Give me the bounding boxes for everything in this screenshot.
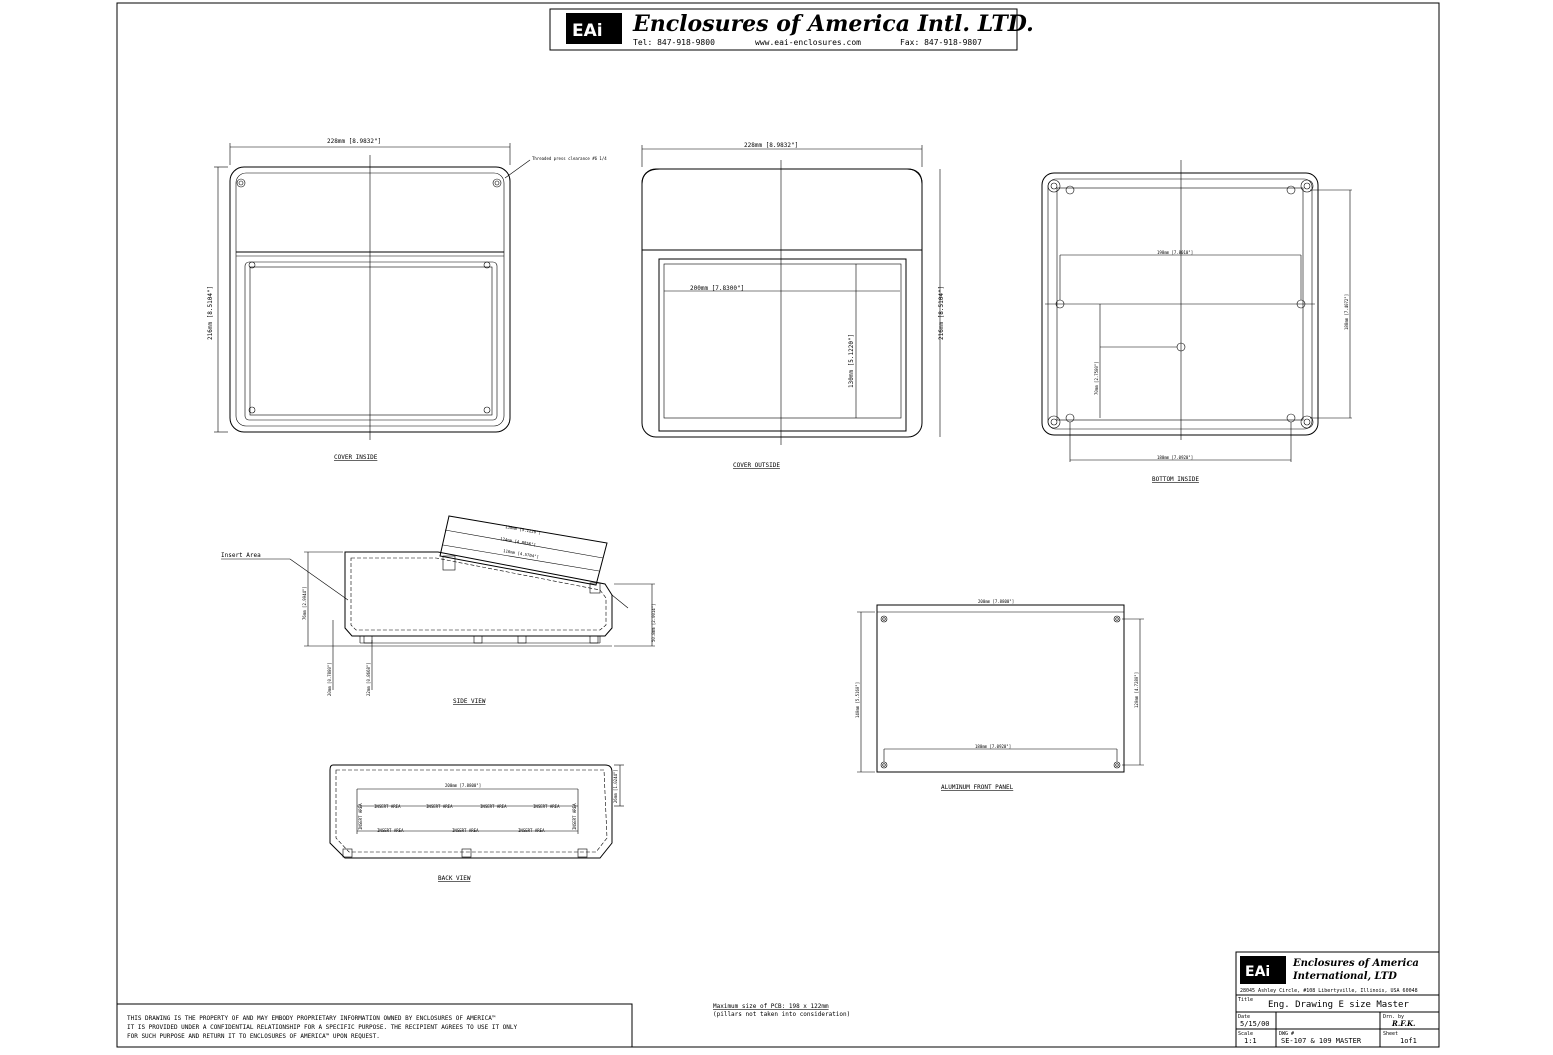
header-web: www.eai-enclosures.com [755, 38, 861, 47]
sheet-border [116, 2, 1440, 1048]
pcb-pillar-note: (pillars not taken into consideration) [713, 1011, 850, 1018]
title-block-company-2: International, LTD [1292, 971, 1397, 982]
front-panel-left-dim: 140mm [5.5160"] [855, 682, 860, 718]
side-view-height-right: 50.8mm [2.0014"] [651, 603, 656, 642]
back-view-width-dim: 200mm [7.8800"] [445, 783, 481, 788]
pcb-size-note: Maximum size of PCB: 198 x 122mm [713, 1003, 829, 1010]
sheet-value: 1of1 [1400, 1037, 1417, 1045]
back-view-insert-top-4: INSERT AREA [533, 804, 560, 809]
drawn-by-label: Drn. by [1383, 1014, 1404, 1020]
side-view: 130mm [5.1220"] 124mm [4.8856"] 116mm [4… [221, 515, 656, 705]
back-view-insert-bottom-2: INSERT AREA [452, 828, 479, 833]
front-panel-right-dim: 120mm [4.7280"] [1134, 672, 1139, 708]
date-label: Date [1238, 1014, 1250, 1020]
bottom-inside-right-dim: 188mm [7.4072"] [1344, 294, 1349, 330]
front-panel-bottom-dim: 180mm [7.0920"] [975, 744, 1011, 749]
side-view-bottom-mid: 22mm [0.8668"] [366, 662, 371, 696]
header-fax: Fax: 847-918-9807 [900, 38, 982, 47]
back-view-insert-top-2: INSERT AREA [426, 804, 453, 809]
cover-outside-height-dim: 216mm [8.5104"] [938, 286, 945, 340]
cover-inside-height-dim: 216mm [8.5104"] [207, 286, 214, 340]
back-view: 200mm [7.8800"] 26mm [1.0244"] INSERT AR… [329, 764, 624, 882]
cover-inside-label: COVER INSIDE [334, 454, 378, 461]
proprietary-line-2: IT IS PROVIDED UNDER A CONFIDENTIAL RELA… [127, 1024, 518, 1031]
bottom-inside-view: 198mm [7.8010"] 180mm [7.0920"] 188mm [7… [1041, 160, 1352, 483]
proprietary-line-3: FOR SUCH PURPOSE AND RETURN IT TO ENCLOS… [127, 1033, 380, 1040]
drawn-by-value: R.F.K. [1391, 1019, 1415, 1028]
eai-logo [566, 13, 622, 44]
front-panel-view: 200mm [7.8800"] 180mm [7.0920"] 140mm [5… [855, 599, 1144, 791]
cover-outside-inner-width-dim: 200mm [7.8300"] [690, 285, 744, 292]
back-view-insert-top-1: INSERT AREA [374, 804, 401, 809]
front-panel-top-dim: 200mm [7.8800"] [978, 599, 1014, 604]
cover-outside-label: COVER OUTSIDE [733, 462, 780, 469]
dwg-label: DWG # [1279, 1031, 1294, 1037]
side-view-dim-top-3: 116mm [4.5704"] [503, 548, 539, 559]
back-view-insert-top-3: INSERT AREA [480, 804, 507, 809]
title-block-address: 28045 Ashley Circle, #108 Libertyville, … [1240, 988, 1418, 994]
bottom-inside-left-dim: 70mm [2.7580"] [1094, 361, 1099, 395]
cover-inside-width-dim: 228mm [8.9832"] [327, 138, 381, 145]
scale-label: Scale [1238, 1031, 1253, 1037]
title-value: Eng. Drawing E size Master [1268, 1000, 1409, 1010]
title-block-logo-text: EAi [1245, 964, 1270, 980]
side-view-insert-label: Insert Area [221, 552, 261, 559]
proprietary-line-1: THIS DRAWING IS THE PROPERTY OF AND MAY … [127, 1015, 496, 1022]
date-value: 5/15/00 [1240, 1020, 1270, 1028]
side-view-bottom-left: 20mm [0.7880"] [327, 662, 332, 696]
header-company-name: Enclosures of America Intl. LTD. [632, 11, 1034, 37]
back-view-insert-bottom-1: INSERT AREA [377, 828, 404, 833]
back-view-label: BACK VIEW [438, 875, 471, 882]
side-view-dim-top-1: 130mm [5.1220"] [505, 524, 541, 535]
cover-outside-inner-height-dim: 130mm [5.1220"] [848, 334, 855, 388]
title-block-logo [1240, 956, 1286, 984]
cover-inside-note: Threaded press clearance #6 1/4 [532, 156, 607, 161]
title-label: Title [1238, 997, 1253, 1003]
bottom-inside-label: BOTTOM INSIDE [1152, 476, 1199, 483]
header-banner: EAi Enclosures of America Intl. LTD. Tel… [549, 8, 1034, 51]
back-view-side-left: INSERT AREA [358, 803, 363, 830]
front-panel-label: ALUMINUM FRONT PANEL [941, 784, 1014, 791]
back-view-height-dim: 26mm [1.0244"] [613, 769, 618, 803]
side-view-dim-top-2: 124mm [4.8856"] [500, 536, 536, 547]
side-view-label: SIDE VIEW [453, 698, 486, 705]
proprietary-notice: THIS DRAWING IS THE PROPERTY OF AND MAY … [116, 1003, 633, 1048]
side-view-height-left: 76mm [2.9944"] [302, 586, 307, 620]
back-view-side-right: INSERT AREA [572, 803, 577, 830]
cover-outside-width-dim: 228mm [8.9832"] [744, 142, 798, 149]
back-view-insert-bottom-3: INSERT AREA [518, 828, 545, 833]
bottom-inside-bottom-dim: 180mm [7.0920"] [1157, 455, 1193, 460]
header-tel: Tel: 847-918-9800 [633, 38, 715, 47]
cover-inside-view: 228mm [8.9832"] 216mm [8.5104"] Threaded… [207, 138, 607, 461]
bottom-inside-top-dim: 198mm [7.8010"] [1157, 250, 1193, 255]
sheet-label: Sheet [1383, 1031, 1398, 1037]
title-block: EAi Enclosures of America International,… [1235, 951, 1440, 1048]
cover-outside-view: 228mm [8.9832"] 200mm [7.8300"] 130mm [5… [641, 142, 945, 469]
title-block-company-1: Enclosures of America [1292, 958, 1419, 969]
header-logo-text: EAi [572, 21, 603, 41]
scale-value: 1:1 [1244, 1037, 1257, 1045]
dwg-value: SE-107 & 109 MASTER [1281, 1037, 1362, 1045]
